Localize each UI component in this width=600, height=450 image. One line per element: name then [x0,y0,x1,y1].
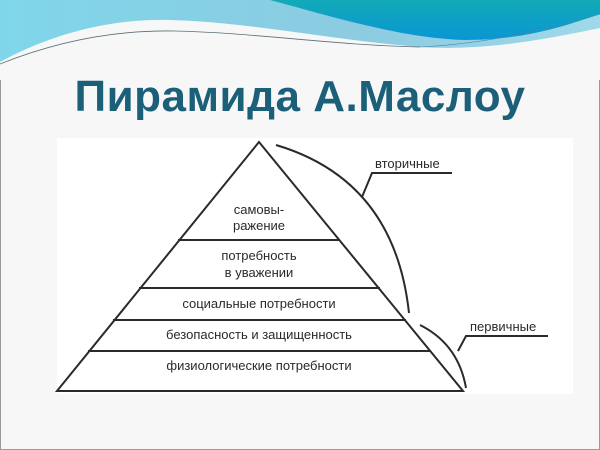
level-esteem-line2: в уважении [225,265,294,280]
header-wave-decoration [0,0,600,80]
primary-bracket-arc [419,324,467,389]
level-self-actualization-line2: ражение [233,218,285,233]
primary-leader-line [457,335,548,352]
level-social: социальные потребности [182,296,335,311]
level-esteem-line1: потребность [221,248,297,263]
slide-title: Пирамида А.Маслоу [74,72,526,121]
level-safety: безопасность и защищенность [166,327,352,342]
group-label-primary: первичные [470,319,536,334]
level-physiological: физиологические потребности [166,358,351,373]
group-label-secondary: вторичные [375,156,440,171]
secondary-bracket-arc [275,144,410,314]
pyramid-outline [54,140,466,392]
level-self-actualization-line1: самовы- [234,202,284,217]
secondary-leader-line [361,172,452,198]
